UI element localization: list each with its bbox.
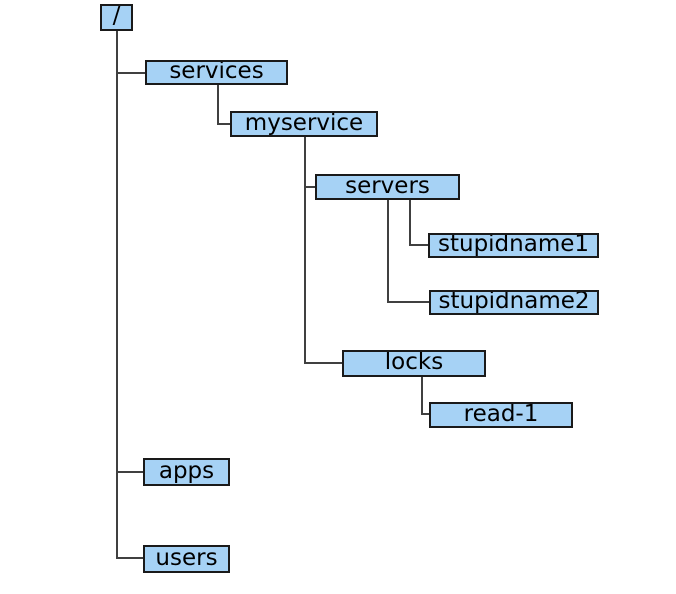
tree-node-root: / <box>100 4 133 31</box>
tree-connector-drop-servers-child1 <box>409 200 411 246</box>
tree-node-label: / <box>112 4 121 29</box>
tree-connector-elbow-to-users <box>117 557 143 559</box>
tree-node-myservice: myservice <box>230 111 378 137</box>
tree-node-label: myservice <box>244 111 364 136</box>
tree-connector-drop-services-child <box>217 85 219 125</box>
tree-connector-elbow-to-stupidname2 <box>387 301 429 303</box>
tree-connector-elbow-to-read-1 <box>421 413 429 415</box>
tree-node-label: services <box>169 60 264 84</box>
tree-node-label: stupidname1 <box>437 233 590 257</box>
tree-connector-drop-servers-child2 <box>387 200 389 303</box>
tree-node-label: stupidname2 <box>438 290 590 314</box>
tree-node-label: servers <box>345 174 430 199</box>
tree-node-apps: apps <box>143 458 230 486</box>
tree-node-locks: locks <box>342 350 486 377</box>
tree-node-label: read-1 <box>463 402 539 427</box>
tree-node-label: apps <box>158 458 215 484</box>
tree-connector-elbow-to-servers <box>305 186 315 188</box>
tree-node-stupidname2: stupidname2 <box>429 290 599 315</box>
tree-node-stupidname1: stupidname1 <box>428 233 599 258</box>
tree-connector-elbow-to-stupidname1 <box>409 244 428 246</box>
tree-connector-drop-locks-child <box>421 377 423 415</box>
tree-connector-elbow-to-apps <box>117 471 143 473</box>
tree-node-services: services <box>145 60 288 85</box>
tree-connector-elbow-to-services <box>117 72 145 74</box>
tree-connector-drop-myservice-children <box>304 137 306 364</box>
tree-node-label: users <box>155 545 218 571</box>
tree-node-read-1: read-1 <box>429 402 573 428</box>
tree-connector-elbow-to-locks <box>305 362 342 364</box>
tree-node-users: users <box>143 545 230 573</box>
tree-connector-elbow-to-myservice <box>218 123 230 125</box>
tree-connector-trunk-root <box>116 31 118 559</box>
tree-node-label: locks <box>384 350 444 375</box>
tree-node-servers: servers <box>315 174 460 200</box>
